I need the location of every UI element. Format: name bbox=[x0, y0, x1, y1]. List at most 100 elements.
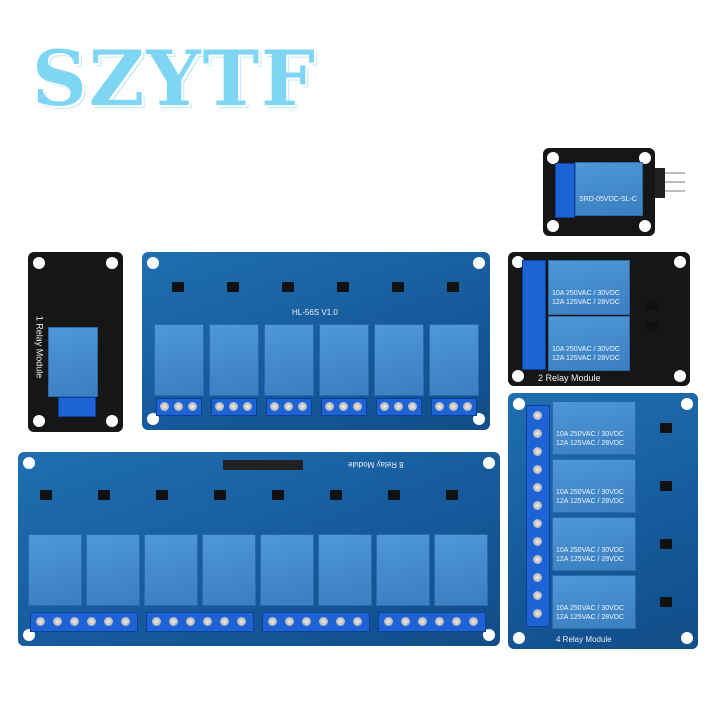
optocoupler bbox=[446, 490, 458, 500]
four-relay-module-board: 4 Relay Module 10A 250VAC / 30VDC 12A 125… bbox=[508, 393, 698, 649]
six-relay-module-board: HL-56S V1.0 bbox=[142, 252, 490, 430]
screw bbox=[237, 617, 246, 626]
optocoupler bbox=[156, 490, 168, 500]
screw bbox=[463, 402, 472, 411]
screw bbox=[394, 402, 403, 411]
screw bbox=[533, 447, 542, 456]
optocoupler bbox=[98, 490, 110, 500]
optocoupler bbox=[388, 490, 400, 500]
screw bbox=[104, 617, 113, 626]
relay bbox=[318, 534, 372, 606]
relay: 10A 250VAC / 30VDC 12A 125VAC / 28VDC bbox=[552, 575, 636, 629]
screw bbox=[229, 402, 238, 411]
relay-text: 12A 125VAC / 28VDC bbox=[552, 299, 620, 306]
screw bbox=[302, 617, 311, 626]
screw bbox=[435, 617, 444, 626]
screw bbox=[408, 402, 417, 411]
screw bbox=[53, 617, 62, 626]
relay-text: 10A 250VAC / 30VDC bbox=[556, 547, 624, 554]
relay bbox=[144, 534, 198, 606]
relay bbox=[319, 324, 369, 396]
screw bbox=[353, 617, 362, 626]
screw bbox=[533, 555, 542, 564]
brand-logo: SZYTF bbox=[32, 34, 318, 123]
relay-text: 12A 125VAC / 28VDC bbox=[556, 614, 624, 621]
relay bbox=[260, 534, 314, 606]
optocoupler bbox=[660, 597, 672, 607]
relay-text: 12A 125VAC / 28VDC bbox=[556, 498, 624, 505]
optocoupler bbox=[272, 490, 284, 500]
screw bbox=[339, 402, 348, 411]
relay-text: SRD-05VDC-SL-C bbox=[579, 196, 637, 203]
screw bbox=[152, 617, 161, 626]
screw bbox=[452, 617, 461, 626]
screw bbox=[533, 411, 542, 420]
screw bbox=[268, 617, 277, 626]
screw bbox=[449, 402, 458, 411]
screw bbox=[220, 617, 229, 626]
screw bbox=[533, 429, 542, 438]
board-label: 4 Relay Module bbox=[556, 635, 612, 644]
screw bbox=[533, 519, 542, 528]
relay bbox=[154, 324, 204, 396]
screw bbox=[188, 402, 197, 411]
optocoupler bbox=[337, 282, 349, 292]
header-pins bbox=[655, 168, 665, 198]
screw bbox=[87, 617, 96, 626]
screw bbox=[533, 483, 542, 492]
relay bbox=[376, 534, 430, 606]
optocoupler bbox=[392, 282, 404, 292]
eight-relay-module-board: 8 Relay Module bbox=[18, 452, 500, 646]
optocoupler bbox=[282, 282, 294, 292]
relay-text: 12A 125VAC / 28VDC bbox=[556, 556, 624, 563]
screw bbox=[243, 402, 252, 411]
one-relay-module-board: 1 Relay Module bbox=[28, 252, 123, 432]
optocoupler bbox=[227, 282, 239, 292]
board-label: 2 Relay Module bbox=[538, 373, 601, 383]
relay: 10A 250VAC / 30VDC 12A 125VAC / 28VDC bbox=[552, 517, 636, 571]
relay-text: 10A 250VAC / 30VDC bbox=[556, 431, 624, 438]
single-relay-board-small: SRD-05VDC-SL-C bbox=[543, 148, 655, 236]
screw bbox=[401, 617, 410, 626]
relay bbox=[429, 324, 479, 396]
relay bbox=[434, 534, 488, 606]
screw bbox=[121, 617, 130, 626]
screw bbox=[533, 537, 542, 546]
screw bbox=[319, 617, 328, 626]
optocoupler bbox=[40, 490, 52, 500]
board-label: 8 Relay Module bbox=[348, 460, 404, 469]
screw bbox=[325, 402, 334, 411]
optocoupler bbox=[447, 282, 459, 292]
screw bbox=[336, 617, 345, 626]
relay bbox=[48, 327, 98, 397]
screw bbox=[285, 617, 294, 626]
screw bbox=[174, 402, 183, 411]
screw bbox=[418, 617, 427, 626]
relay-text: 10A 250VAC / 30VDC bbox=[556, 605, 624, 612]
screw bbox=[284, 402, 293, 411]
relay-text: 10A 250VAC / 30VDC bbox=[552, 290, 620, 297]
optocoupler bbox=[214, 490, 226, 500]
screw bbox=[270, 402, 279, 411]
screw bbox=[469, 617, 478, 626]
screw bbox=[435, 402, 444, 411]
relay: SRD-05VDC-SL-C bbox=[575, 162, 643, 216]
optocoupler bbox=[660, 481, 672, 491]
screw bbox=[298, 402, 307, 411]
optocoupler bbox=[172, 282, 184, 292]
board-label: HL-56S V1.0 bbox=[292, 308, 338, 317]
screw bbox=[215, 402, 224, 411]
optocoupler bbox=[330, 490, 342, 500]
relay bbox=[28, 534, 82, 606]
relay bbox=[86, 534, 140, 606]
relay bbox=[264, 324, 314, 396]
relay bbox=[202, 534, 256, 606]
screw bbox=[380, 402, 389, 411]
screw bbox=[36, 617, 45, 626]
relay-text: 12A 125VAC / 28VDC bbox=[552, 355, 620, 362]
optocoupler bbox=[660, 539, 672, 549]
